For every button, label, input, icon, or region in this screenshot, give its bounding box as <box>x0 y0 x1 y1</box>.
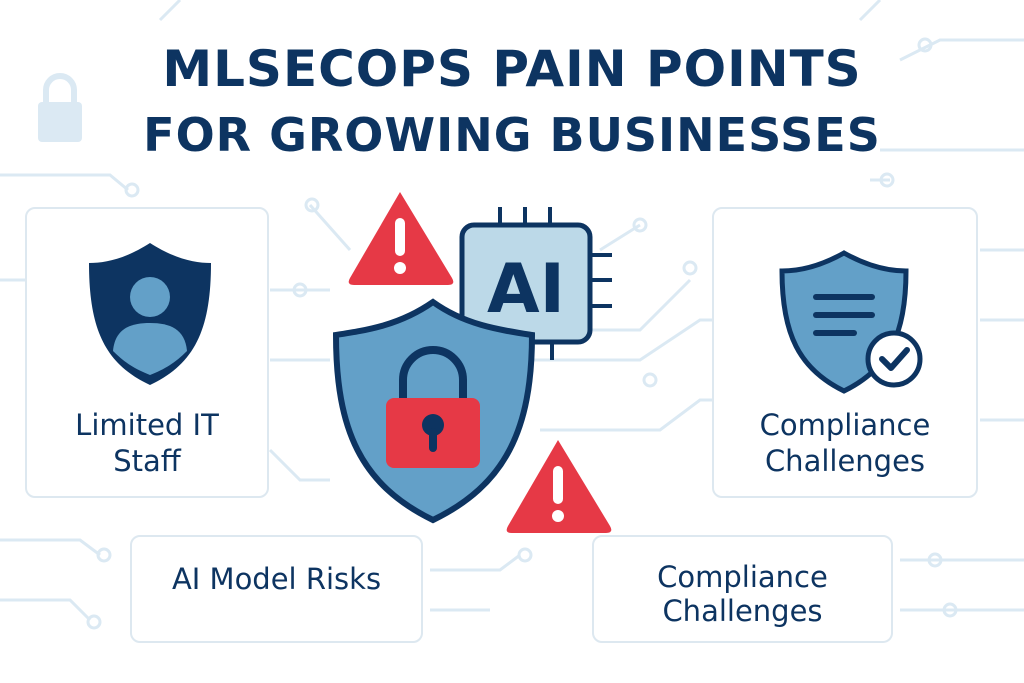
document-shield-check-icon <box>779 250 923 394</box>
warning-icon <box>506 440 612 533</box>
card-label-line-1: Compliance <box>657 560 828 594</box>
user-shield-icon <box>89 243 211 385</box>
title-line-1: MLSECOPS PAIN POINTS <box>162 40 862 98</box>
card-ai-model-risks: AI Model Risks <box>130 535 423 643</box>
chip-label: AI <box>487 250 565 329</box>
padlock-bg-icon <box>38 73 82 142</box>
card-label-line-1: Limited IT <box>75 408 219 442</box>
card-label-line-1: AI Model Risks <box>171 562 382 596</box>
card-label-line-1: Compliance <box>759 408 931 442</box>
card-label-line-2: Challenges <box>662 594 823 628</box>
lock-shield-icon <box>332 298 536 524</box>
card-label-line-2: Challenges <box>764 444 926 478</box>
card-limited-it-staff: Limited IT Staff <box>25 207 269 498</box>
card-label-line-2: Staff <box>113 444 181 478</box>
card-compliance-top: Compliance Challenges <box>712 207 978 498</box>
ai-chip-icon: AI <box>459 207 612 360</box>
warning-icon <box>348 192 454 285</box>
center-illustration: AI <box>332 192 612 533</box>
title-line-2: FOR GROWING BUSINESSES <box>143 108 881 162</box>
card-compliance-bottom: Compliance Challenges <box>592 535 893 643</box>
